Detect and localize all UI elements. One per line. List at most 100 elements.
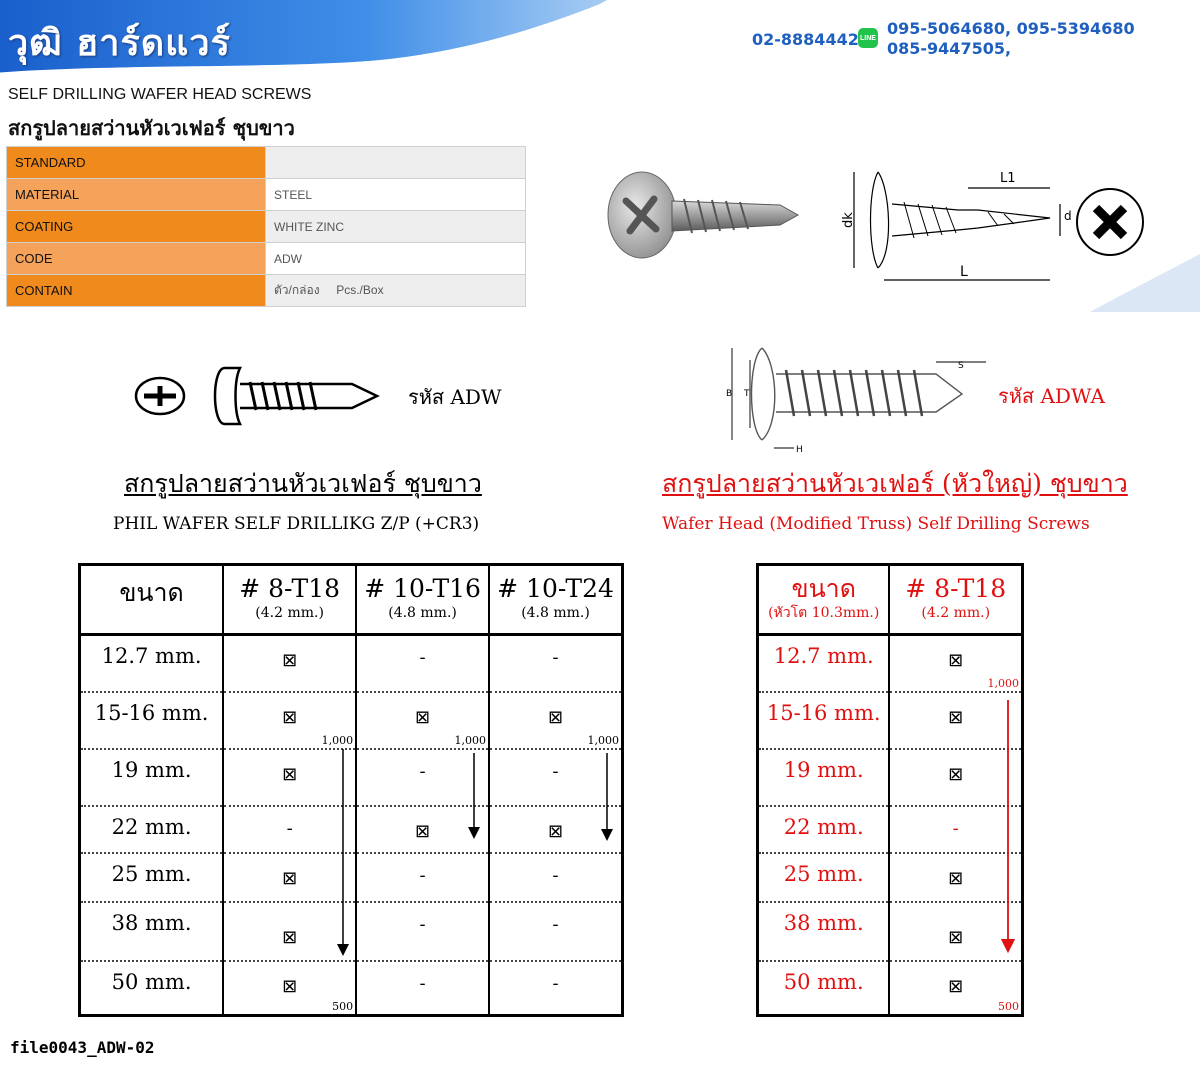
- adw-code-label: รหัส ADW: [408, 385, 502, 409]
- size-cell: 12.7 mm.: [79, 634, 224, 693]
- header-banner: [0, 0, 611, 76]
- corner-decoration: [1090, 254, 1200, 312]
- spec-value: ADW: [265, 242, 526, 275]
- size-cell: 25 mm.: [757, 852, 890, 903]
- box-qty-note: 500: [332, 1000, 354, 1013]
- spec-label: CODE: [6, 242, 266, 275]
- mark-cell: ⊠ 500: [222, 960, 357, 1016]
- size-cell: 19 mm.: [79, 748, 224, 807]
- mark-cell: ⊠: [888, 748, 1023, 807]
- mark-cell: ⊠: [222, 901, 357, 962]
- right-section-title: สกรูปลายสว่านหัวเวเฟอร์ (หัวใหญ่) ชุบขาว: [662, 469, 1128, 498]
- spec-value: STEEL: [265, 178, 526, 211]
- table-row: 22 mm. - ⊠ ⊠: [79, 805, 623, 854]
- column-header: # 8-T18(4.2 mm.): [222, 564, 357, 636]
- size-cell: 19 mm.: [757, 748, 890, 807]
- right-section-subtitle: Wafer Head (Modified Truss) Self Drillin…: [662, 514, 1090, 534]
- label-dk: dk: [841, 212, 856, 228]
- table-row: 38 mm. ⊠: [757, 901, 1023, 962]
- box-qty-note: 1,000: [321, 733, 354, 747]
- mark-cell: ⊠: [488, 805, 623, 854]
- box-qty-arrows: [337, 749, 613, 956]
- size-cell: 22 mm.: [757, 805, 890, 854]
- mark-cell: ⊠: [222, 852, 357, 903]
- table-row: 12.7 mm. ⊠ 1,000: [757, 634, 1023, 693]
- table-row: 19 mm. ⊠: [757, 748, 1023, 807]
- mark-cell: ⊠: [222, 634, 357, 693]
- line-app-icon: LINE: [858, 28, 878, 48]
- spec-value: ตัว/กล่อง Pcs./Box: [265, 274, 526, 307]
- box-qty-note: 1,000: [987, 676, 1020, 690]
- mark-cell: ⊠: [222, 748, 357, 807]
- box-qty-arrow-red: [1000, 700, 1016, 954]
- table-header-row: ขนาด(หัวโต 10.3mm.) # 8-T18(4.2 mm.): [757, 564, 1023, 636]
- spec-value: [265, 146, 526, 179]
- label-l: L: [960, 264, 968, 280]
- footer-filename: file0043_ADW-02: [10, 1038, 155, 1057]
- spec-label: COATING: [6, 210, 266, 243]
- mark-cell: -: [355, 852, 490, 903]
- table-row: 25 mm. ⊠: [757, 852, 1023, 903]
- size-cell: 50 mm.: [783, 969, 864, 994]
- adwa-size-table: ขนาด(หัวโต 10.3mm.) # 8-T18(4.2 mm.) 12.…: [756, 563, 1024, 1017]
- mark-cell: -: [488, 960, 623, 1016]
- mark-cell: -: [888, 805, 1023, 854]
- size-cell: 38 mm.: [757, 901, 890, 962]
- mark-cell: ⊠ 1,000: [355, 691, 490, 750]
- left-section-subtitle: PHIL WAFER SELF DRILLIKG Z/P (+CR3): [113, 514, 480, 534]
- size-cell: 50 mm.: [111, 969, 192, 994]
- size-cell: 25 mm.: [79, 852, 224, 903]
- mark-cell: -: [355, 634, 490, 693]
- table-row: 50 mm. ⊠ 500 - -: [80, 960, 623, 1016]
- size-header: ขนาด(หัวโต 10.3mm.): [757, 564, 890, 636]
- label-t: T: [743, 389, 750, 399]
- table-row: 15-16 mm. ⊠ 1,000 ⊠ 1,000 ⊠ 1,000: [79, 691, 623, 750]
- spec-value: WHITE ZINC: [265, 210, 526, 243]
- mark-cell: ⊠ 500: [888, 960, 1023, 1016]
- table-row: 25 mm. ⊠ - -: [79, 852, 623, 903]
- mark-cell: -: [355, 748, 490, 807]
- mark-cell: -: [355, 960, 490, 1016]
- size-cell: 15-16 mm.: [757, 691, 890, 750]
- mark-cell: -: [488, 634, 623, 693]
- size-cell: 22 mm.: [79, 805, 224, 854]
- mark-cell: -: [488, 852, 623, 903]
- box-qty-note: 1,000: [454, 733, 487, 747]
- mark-cell: ⊠: [888, 852, 1023, 903]
- size-cell: 15-16 mm.: [79, 691, 224, 750]
- label-s: S: [958, 361, 964, 371]
- label-d: d: [1064, 209, 1072, 223]
- table-row: 50 mm. ⊠ 500: [758, 960, 1023, 1016]
- product-title-en: SELF DRILLING WAFER HEAD SCREWS: [8, 86, 312, 103]
- mobile-line-1: 095-5064680, 095-5394680: [887, 19, 1135, 38]
- product-title-th: สกรูปลายสว่านหัวเวเฟอร์ ชุบขาว: [8, 116, 295, 140]
- size-cell: 38 mm.: [79, 901, 224, 962]
- spec-row: STANDARD: [6, 146, 526, 179]
- mark-cell: ⊠ 1,000: [488, 691, 623, 750]
- table-row: 15-16 mm. ⊠: [757, 691, 1023, 750]
- screw-photo: [607, 171, 800, 259]
- spec-label: CONTAIN: [6, 274, 266, 307]
- mark-cell: ⊠: [888, 691, 1023, 750]
- box-qty-note: 500: [998, 1000, 1019, 1013]
- table-row: 38 mm. ⊠ - -: [79, 901, 623, 962]
- table-row: 22 mm. -: [757, 805, 1023, 854]
- box-qty-note: 1,000: [587, 733, 620, 747]
- technical-drawing: dk L1 d L: [841, 171, 1144, 281]
- mark-cell: -: [355, 901, 490, 962]
- size-cell: 12.7 mm.: [757, 634, 890, 693]
- mark-cell: ⊠ 1,000: [222, 691, 357, 750]
- mobile-line-2: 085-9447505,: [887, 39, 1012, 58]
- label-h: H: [796, 445, 803, 455]
- mark-cell: -: [488, 901, 623, 962]
- table-header-row: ขนาด # 8-T18(4.2 mm.) # 10-T16(4.8 mm.) …: [79, 564, 623, 636]
- table-row: 12.7 mm. ⊠ - -: [79, 634, 623, 693]
- mark-cell: -: [222, 805, 357, 854]
- adw-screw-drawing: [134, 366, 380, 426]
- spec-label: STANDARD: [6, 146, 266, 179]
- mark-cell: ⊠: [888, 901, 1023, 962]
